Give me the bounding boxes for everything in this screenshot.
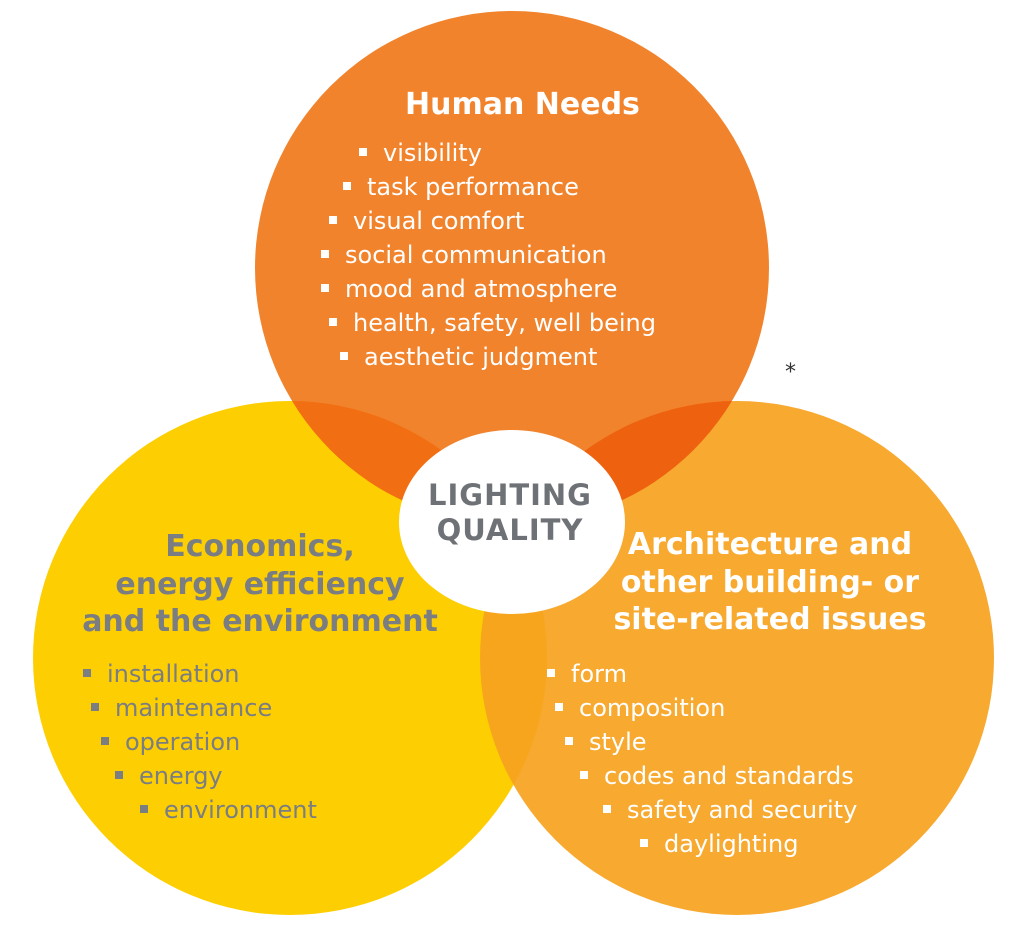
bullet-icon bbox=[343, 182, 351, 190]
economics-title-line: energy efficiency bbox=[115, 566, 405, 602]
list-item: maintenance bbox=[91, 694, 272, 722]
economics-title-line: Economics, bbox=[165, 529, 355, 564]
human-needs-circle bbox=[255, 11, 769, 525]
bullet-icon bbox=[91, 703, 99, 711]
list-item: daylighting bbox=[640, 830, 798, 858]
list-item: environment bbox=[140, 796, 317, 824]
list-item: energy bbox=[115, 762, 223, 790]
list-item: aesthetic judgment bbox=[340, 343, 597, 371]
architecture-title-line: other building- or bbox=[620, 564, 920, 600]
human-needs-title-text: Human Needs bbox=[405, 87, 640, 122]
bullet-icon bbox=[140, 805, 148, 813]
list-item: health, safety, well being bbox=[329, 309, 656, 337]
list-item: mood and atmosphere bbox=[321, 275, 617, 303]
list-item: composition bbox=[555, 694, 725, 722]
bullet-icon bbox=[329, 318, 337, 326]
bullet-icon bbox=[603, 805, 611, 813]
center-ellipse bbox=[399, 430, 625, 614]
bullet-icon bbox=[340, 352, 348, 360]
bullet-icon bbox=[547, 669, 555, 677]
bullet-icon bbox=[329, 216, 337, 224]
center-label: LIGHTING QUALITY bbox=[405, 478, 615, 548]
bullet-icon bbox=[580, 771, 588, 779]
list-item: visibility bbox=[359, 139, 482, 167]
economics-title: Economics, energy efficiency and the env… bbox=[60, 528, 460, 641]
list-item: social communication bbox=[321, 241, 607, 269]
bullet-icon bbox=[321, 250, 329, 258]
center-label-line: QUALITY bbox=[436, 512, 584, 547]
list-item: visual comfort bbox=[329, 207, 524, 235]
architecture-title-line: site-related issues bbox=[613, 602, 927, 637]
bullet-icon bbox=[321, 284, 329, 292]
economics-title-line: and the environment bbox=[82, 604, 438, 639]
bullet-icon bbox=[115, 771, 123, 779]
bullet-icon bbox=[359, 148, 367, 156]
list-item: operation bbox=[101, 728, 240, 756]
center-label-line: LIGHTING bbox=[428, 478, 592, 512]
bullet-icon bbox=[555, 703, 563, 711]
list-item: codes and standards bbox=[580, 762, 854, 790]
bullet-icon bbox=[101, 737, 109, 745]
human-needs-title: Human Needs bbox=[405, 87, 640, 123]
bullet-icon bbox=[83, 669, 91, 677]
architecture-title: Architecture and other building- or site… bbox=[590, 526, 950, 639]
bullet-icon bbox=[565, 737, 573, 745]
list-item: safety and security bbox=[603, 796, 857, 824]
bullet-icon bbox=[640, 839, 648, 847]
list-item: installation bbox=[83, 660, 240, 688]
list-item: task performance bbox=[343, 173, 579, 201]
note-asterisk: * bbox=[785, 360, 796, 385]
list-item: style bbox=[565, 728, 647, 756]
list-item: form bbox=[547, 660, 627, 688]
architecture-title-line: Architecture and bbox=[627, 527, 913, 562]
